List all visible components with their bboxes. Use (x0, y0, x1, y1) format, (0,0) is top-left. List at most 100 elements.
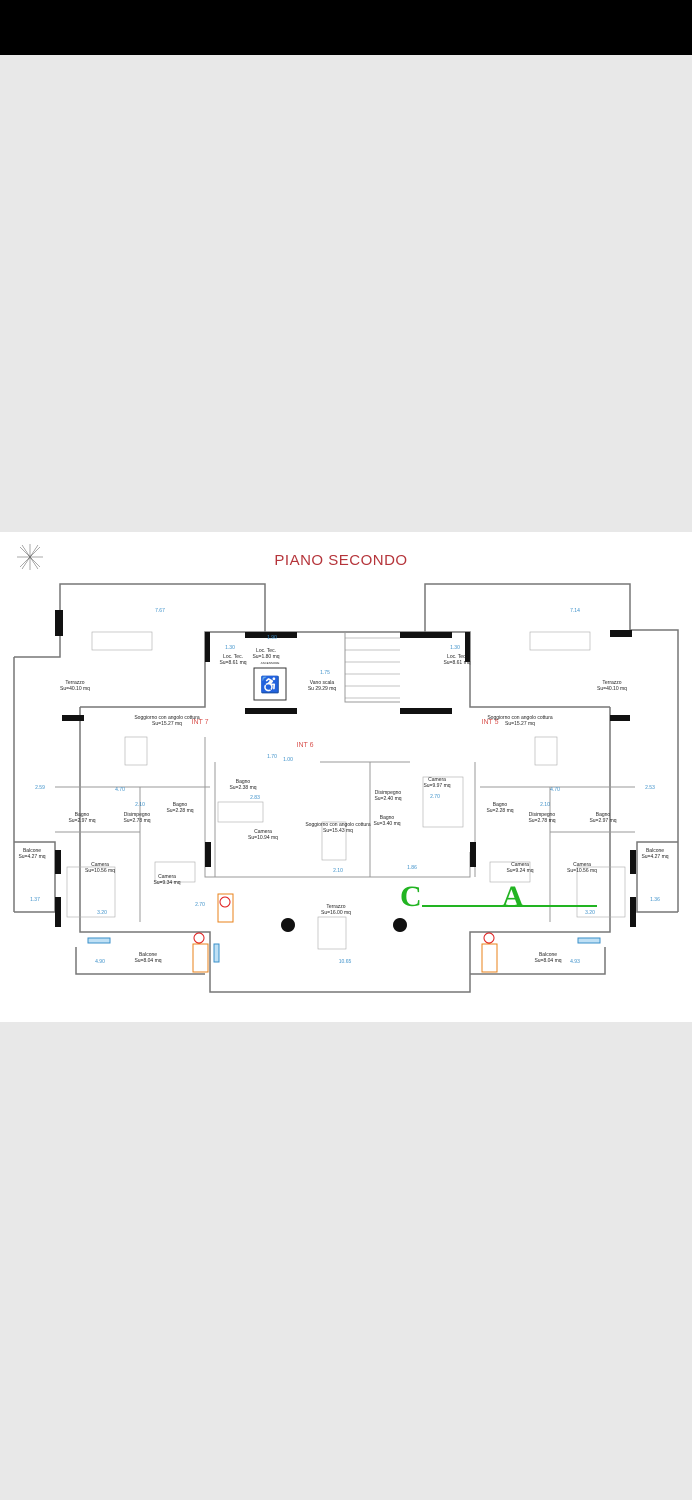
elevator-icon (253, 667, 287, 701)
dimension-label: 2.70 (430, 794, 440, 800)
watermark-logo: C A (400, 880, 600, 914)
dimension-label: 10.65 (338, 959, 352, 965)
room-area: Su 29.29 mq (307, 686, 337, 692)
dimension-label: 1.37 (30, 897, 40, 903)
unit-label: INT 5 (481, 719, 499, 726)
room-name: Balcone (645, 848, 665, 854)
watermark-letter: A (502, 880, 524, 913)
dimension-label: 3.20 (97, 910, 107, 916)
room-name: Camera (158, 874, 176, 880)
dimension-label: 4.70 (550, 787, 560, 793)
room-area: Su=2.28 mq (486, 808, 514, 814)
room-name: Loc. Tec. (256, 648, 276, 654)
room-area: Su=2.97 mq (589, 818, 617, 824)
room-label: Loc. Tec.Su=8.61 mq (219, 654, 246, 666)
room-label: Loc. Tec.Su=1.80 mq (252, 648, 279, 660)
room-area: Su=2.97 mq (68, 818, 96, 824)
dimension-label: 4.93 (570, 959, 580, 965)
room-name: Camera (511, 862, 529, 868)
plan-title: PIANO SECONDO (274, 552, 408, 569)
dimension-label: 1.86 (407, 865, 417, 871)
room-name: Soggiorno con angolo cottura (134, 715, 200, 721)
room-name: Disimpegno (374, 790, 402, 796)
dimension-label: 7.67 (155, 608, 165, 614)
watermark-letter: C (400, 880, 422, 913)
room-area: Su=3.40 mq (373, 821, 401, 827)
room-area: Su=8.61 mq (219, 660, 247, 666)
room-label: Loc. Tec.Su=8.61 mq (443, 654, 470, 666)
room-area: Su=40.10 mq (597, 686, 627, 692)
dimension-label: 1.70 (267, 754, 277, 760)
compass-rose-icon (17, 544, 43, 570)
dimension-label: 2.70 (195, 902, 205, 908)
floor-plan-drawing: ♿ (13, 544, 679, 993)
room-name: Soggiorno con angolo cottura (487, 715, 553, 721)
dimension-label: 2.10 (135, 802, 145, 808)
room-area: Su=2.38 mq (229, 785, 257, 791)
room-name: Camera (428, 777, 446, 783)
unit-label: INT 6 (296, 742, 314, 749)
room-name: Camera (254, 829, 272, 835)
structural-columns (55, 610, 636, 932)
dimension-label: 2.59 (35, 785, 45, 791)
dimension-label: 2.83 (250, 795, 260, 801)
room-name: Balcone (138, 952, 158, 958)
room-area: Su=1.80 mq (252, 654, 280, 660)
room-name: Terrazzo (65, 680, 85, 686)
outer-walls (13, 583, 679, 993)
room-name: Disimpegno (123, 812, 151, 818)
room-name: Vano scala (309, 680, 335, 686)
room-name: Camera (91, 862, 109, 868)
utility-boxes (192, 893, 498, 973)
room-area: Su=8.04 mq (534, 958, 562, 964)
room-name: Balcone (22, 848, 42, 854)
dimension-label: 2.10 (540, 802, 550, 808)
status-bar (0, 0, 692, 55)
wheelchair-icon: ♿ (260, 675, 280, 694)
dimension-label: 1.30 (225, 645, 235, 651)
room-name: Bagno (172, 802, 188, 808)
image-viewer[interactable]: ♿ PIANO SECONDO INT 7 INT 6 INT 5 Terraz… (0, 532, 692, 1022)
room-area: Su=2.28 mq (166, 808, 194, 814)
room-area: Su=15.27 mq (505, 721, 535, 727)
dimension-label: 4.90 (95, 959, 105, 965)
room-name: Disimpegno (528, 812, 556, 818)
dimension-label: 1.30 (450, 645, 460, 651)
room-area: Su=10.56 mq (85, 868, 115, 874)
room-area: Su=40.10 mq (60, 686, 90, 692)
room-area: Su=10.94 mq (248, 835, 278, 841)
unit-label: INT 7 (191, 719, 209, 726)
window-markers (87, 937, 601, 963)
dimension-label: 1.75 (320, 670, 330, 676)
dimension-label: 3.20 (585, 910, 595, 916)
furniture (66, 631, 626, 950)
room-name: Balcone (538, 952, 558, 958)
dimension-label: 2.10 (333, 868, 343, 874)
room-area: Su=8.61 mq (443, 660, 471, 666)
room-area: Su=9.24 mq (506, 868, 534, 874)
dimension-label: 1.00 (283, 757, 293, 763)
